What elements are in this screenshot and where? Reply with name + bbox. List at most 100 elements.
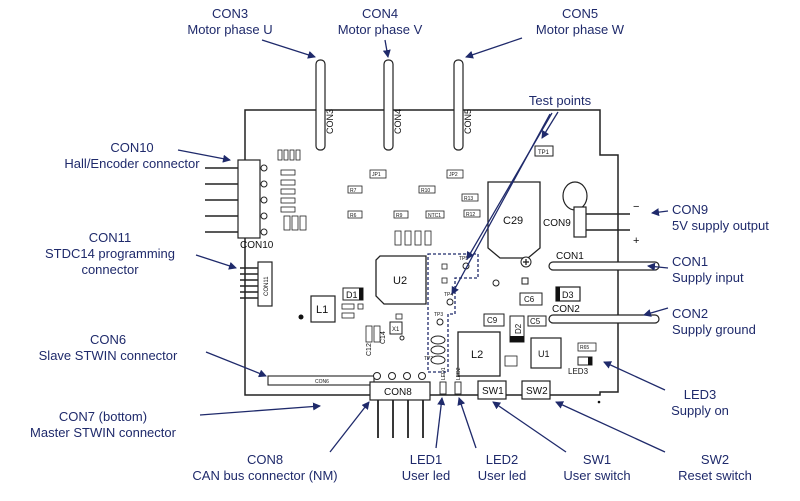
con5-connector: CON5: [453, 59, 473, 151]
con8-callout-subtitle: CAN bus connector (NM): [192, 468, 338, 483]
con8-arrow: [329, 401, 370, 453]
sw2-callout-subtitle: Reset switch: [678, 468, 752, 483]
d1-silk-label: D1: [346, 290, 358, 300]
con11-arrow: [195, 254, 237, 270]
con2-connector: CON2: [548, 304, 660, 324]
test-points-arrow-1: [541, 111, 559, 139]
con5-callout-subtitle: Motor phase W: [535, 22, 625, 37]
tp1-pad: [534, 145, 554, 157]
ntc1-silk-label: NTC1: [428, 213, 441, 219]
r6-pad: [347, 210, 363, 219]
d3-diode: D3: [555, 286, 581, 302]
c6-silk-label: C6: [524, 295, 535, 304]
led1-indicator: LED1: [439, 367, 447, 395]
test-points-callout: Test points: [505, 93, 615, 109]
jumper-and-resistor-row: [347, 169, 481, 219]
jp2-pad: [446, 169, 464, 179]
r13-pad: [461, 193, 479, 202]
r9-silk-label: R9: [396, 213, 403, 219]
con9-callout: CON9 5V supply output: [672, 202, 796, 234]
con2-callout: CON2 Supply ground: [672, 306, 792, 338]
tp5-silk-label: TP5: [459, 256, 468, 262]
c12-c14-caps: C12 C14: [365, 325, 387, 356]
c2-capacitor: [504, 355, 518, 367]
r10-silk-label: R10: [421, 188, 430, 194]
jp1-silk-label: JP1: [372, 172, 381, 178]
d2-diode: D2: [509, 315, 525, 343]
con1-callout-subtitle: Supply input: [672, 270, 744, 285]
con6-silk-label: CON6: [315, 379, 329, 385]
d1-diode: D1: [342, 287, 364, 301]
c5-silk-label: C5: [530, 317, 541, 326]
con4-callout-subtitle: Motor phase V: [337, 22, 423, 37]
con10-callout-subtitle: Hall/Encoder connector: [64, 156, 200, 171]
r65-silk-label: R65: [580, 345, 589, 351]
u1-silk-label: U1: [538, 349, 550, 359]
sw1-callout-subtitle: User switch: [563, 468, 631, 483]
r7-silk-label: R7: [350, 188, 357, 194]
con1-arrow: [647, 262, 669, 271]
con11-callout-subtitle-2: connector: [81, 262, 139, 277]
c9-silk-label: C9: [487, 316, 498, 325]
con9-plus-label: +: [633, 235, 639, 247]
con11-callout-subtitle: STDC14 programming: [44, 246, 176, 261]
con9-connector: CON9 − +: [543, 181, 639, 247]
sw2-callout: SW2 Reset switch: [660, 452, 770, 484]
sw2-silk-label: SW2: [526, 386, 548, 397]
led1-silk-label: LED1: [441, 367, 447, 380]
sw2-arrow: [555, 401, 666, 453]
con11-silk-label: CON11: [264, 276, 270, 296]
con3-callout-title: CON3: [211, 6, 249, 21]
r10-pad: [418, 185, 436, 194]
sw1-callout-title: SW1: [582, 452, 612, 467]
c4-capacitor: [395, 313, 403, 320]
test-points-arrow-3: [451, 113, 551, 295]
tp1-silk-label: TP1: [538, 150, 550, 156]
con7-callout-subtitle: Master STWIN connector: [30, 425, 176, 440]
u2-chip: U2: [375, 255, 427, 305]
con1-silk-label: CON1: [556, 251, 584, 262]
c14-silk-label: C14: [380, 331, 387, 344]
con9-arrow: [651, 208, 669, 217]
l1-inductor: L1: [310, 295, 336, 323]
led2-callout: LED2 User led: [462, 452, 542, 484]
con11-callout-title: CON11: [88, 230, 132, 245]
r13-silk-label: R13: [464, 196, 473, 202]
fiducial-dot: [298, 314, 304, 320]
l1-silk-label: L1: [316, 304, 328, 316]
board-outline: [244, 109, 619, 396]
r9-pad: [393, 210, 409, 219]
con3-callout: CON3 Motor phase U: [160, 6, 300, 38]
con5-callout-title: CON5: [561, 6, 599, 21]
jp2-silk-label: JP2: [449, 172, 458, 178]
test-points-region: [427, 253, 479, 373]
corner-dot: [597, 400, 601, 404]
con7-arrow: [199, 402, 321, 416]
r65-resistor: R65: [577, 342, 597, 352]
l2-inductor: L2: [457, 331, 501, 377]
con2-arrow: [643, 307, 669, 317]
led2-indicator: LED2: [454, 367, 462, 395]
r6-silk-label: R6: [350, 213, 357, 219]
led2-arrow: [457, 397, 477, 449]
con4-callout: CON4 Motor phase V: [310, 6, 450, 38]
small-smd-group: [341, 303, 364, 319]
con10-arrow: [177, 149, 231, 163]
con5-silk-label: CON5: [463, 109, 473, 134]
sw1-callout: SW1 User switch: [552, 452, 642, 484]
sw1-arrow: [492, 401, 567, 453]
c29-silk-label: C29: [503, 215, 523, 227]
led3-callout: LED3 Supply on: [660, 387, 740, 419]
tp2-silk-label: TP2: [424, 356, 433, 362]
con6-callout-title: CON6: [89, 332, 127, 347]
con1-connector: CON1: [548, 251, 660, 271]
con8-callout: CON8 CAN bus connector (NM): [180, 452, 350, 484]
led2-silk-label: LED2: [456, 367, 462, 380]
con3-connector: CON3: [315, 59, 335, 151]
sw1-switch: SW1: [477, 380, 507, 400]
led3-arrow: [603, 361, 666, 391]
tp4-silk-label: TP4: [444, 292, 453, 298]
con6-callout-subtitle: Slave STWIN connector: [38, 348, 178, 363]
led2-callout-title: LED2: [485, 452, 519, 467]
con9-callout-subtitle: 5V supply output: [672, 218, 769, 233]
